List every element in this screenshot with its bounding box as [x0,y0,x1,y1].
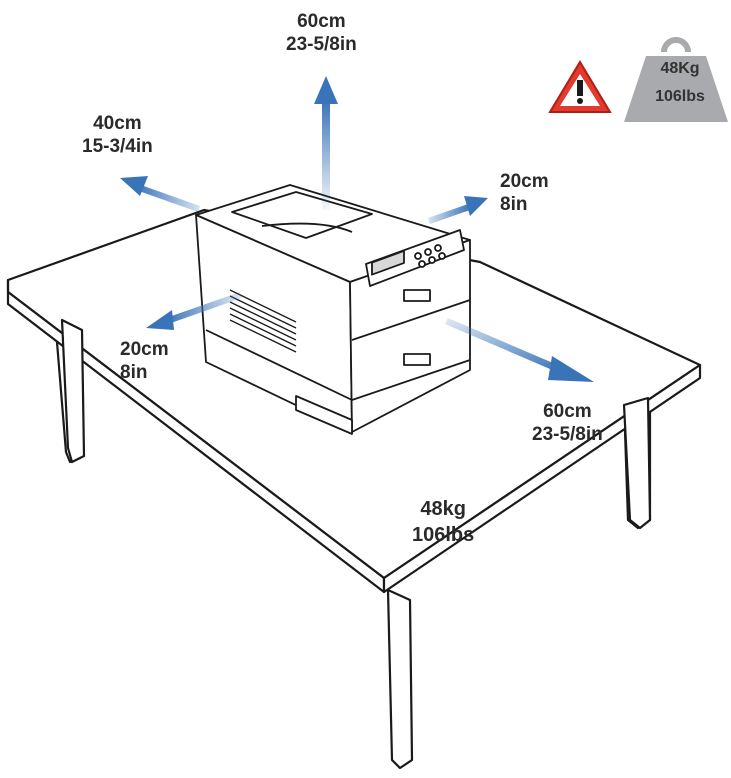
control-panel-display [371,249,405,276]
weight-icon [624,37,728,122]
table-weight-label: 48kg 106lbs [412,498,475,546]
left-clearance-label: 20cm 8in [120,339,169,383]
rear-clearance-label: 40cm 15-3/4in [82,113,153,157]
arrow-front [445,318,594,382]
table-leg-front-center [386,588,414,770]
arrow-left [146,292,242,330]
table-edge-right [382,363,702,594]
arrow-right [428,196,488,224]
table-leg-front-left [60,318,86,464]
top-clearance-label: 60cm 23-5/8in [286,11,357,55]
clearance-arrows [120,76,594,382]
right-clearance-label: 20cm 8in [500,171,549,215]
front-clearance-label: 60cm 23-5/8in [532,401,603,445]
arrow-top [314,76,338,210]
front-handle-lower [403,353,431,366]
arrow-rear [120,176,200,212]
front-handle-upper [403,289,431,302]
side-vents [229,289,297,353]
table-leg-front-right [622,396,652,530]
weight-badge-label: 48Kg 106lbs [655,60,705,105]
control-panel-buttons [414,244,446,268]
printer [195,184,471,435]
warning-triangle-icon [548,60,612,113]
